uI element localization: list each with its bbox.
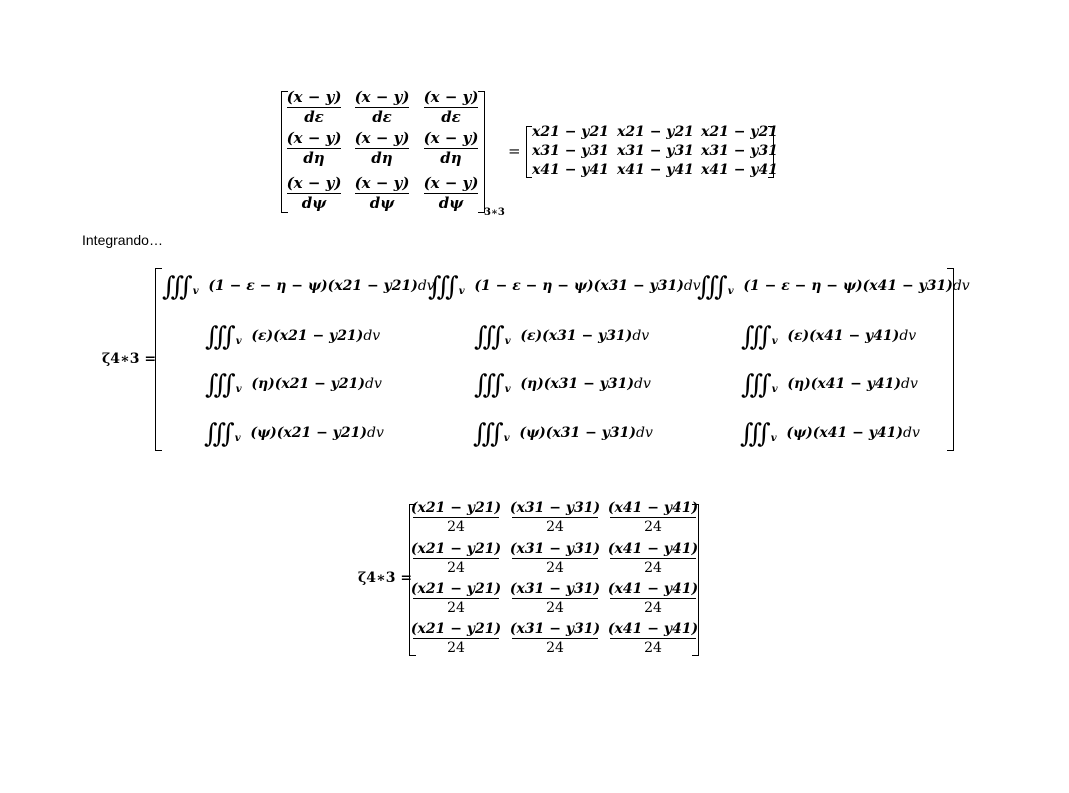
left-bracket [409, 504, 416, 656]
matrix-cell: x41 − y41 [617, 162, 694, 178]
matrix-cell: x21 − y21 [617, 124, 694, 140]
denominator: dη [440, 149, 462, 167]
equation-result-matrix: ζ4∗3 = (x21 − y21)24 (x31 − y31)24 (x41 … [0, 495, 1069, 665]
numerator: (x − y) [286, 174, 342, 192]
equals-sign: = [508, 142, 521, 160]
triple-integral-icon: ∭ [162, 272, 193, 302]
integral-cell: ∭v (1 − ε − η − ψ)(x31 − y31)dv [428, 272, 701, 302]
matrix-cell: x41 − y41 [701, 162, 778, 178]
fraction-cell: (x − y) dη [286, 129, 342, 167]
integral-cell: ∭v (1 − ε − η − ψ)(x21 − y21)dv [162, 272, 435, 302]
denominator: dη [371, 149, 393, 167]
integral-cell: ∭v (ψ)(x41 − y41)dv [740, 419, 920, 449]
equation-integral-matrix: ζ4∗3 = ∭v (1 − ε − η − ψ)(x21 − y21)dv ∭… [0, 250, 1069, 460]
fraction-cell: (x21 − y21)24 [410, 621, 502, 656]
matrix-cell: x21 − y21 [701, 124, 778, 140]
right-bracket [947, 268, 954, 451]
integrando-text: Integrando… [82, 232, 163, 248]
fraction-cell: (x21 − y21)24 [410, 541, 502, 576]
fraction-cell: (x − y) dψ [354, 174, 410, 212]
matrix-cell: x21 − y21 [532, 124, 609, 140]
fraction-cell: (x31 − y31)24 [509, 500, 601, 535]
numerator: (x − y) [354, 174, 410, 192]
fraction-cell: (x − y) dψ [423, 174, 479, 212]
left-bracket [281, 91, 288, 213]
fraction-cell: (x41 − y41)24 [607, 500, 699, 535]
denominator: dη [303, 149, 325, 167]
triple-integral-icon: ∭ [205, 370, 236, 400]
numerator: (x − y) [354, 88, 410, 106]
denominator: dψ [438, 194, 464, 212]
denominator: dε [372, 108, 392, 126]
numerator: (x − y) [354, 129, 410, 147]
matrix-cell: x31 − y31 [532, 143, 609, 159]
numerator: (x − y) [286, 88, 342, 106]
integral-cell: ∭v (ψ)(x31 − y31)dv [473, 419, 653, 449]
integral-cell: ∭v (η)(x21 − y21)dv [205, 370, 382, 400]
equation-derivative-matrix: (x − y) dε (x − y) dε (x − y) dε (x − y)… [0, 0, 1069, 230]
numerator: (x − y) [286, 129, 342, 147]
triple-integral-icon: ∭ [741, 322, 772, 352]
integral-cell: ∭v (ψ)(x21 − y21)dv [204, 419, 384, 449]
right-bracket [692, 504, 699, 656]
triple-integral-icon: ∭ [474, 322, 505, 352]
right-bracket [478, 91, 485, 213]
fraction-cell: (x31 − y31)24 [509, 541, 601, 576]
denominator: dε [304, 108, 324, 126]
triple-integral-icon: ∭ [428, 272, 459, 302]
zeta-label: ζ4∗3 = [358, 570, 413, 586]
integral-cell: ∭v (η)(x31 − y31)dv [474, 370, 651, 400]
left-bracket [526, 126, 532, 178]
fraction-cell: (x − y) dε [423, 88, 479, 126]
matrix-cell: x31 − y31 [701, 143, 778, 159]
triple-integral-icon: ∭ [205, 322, 236, 352]
matrix-cell: x41 − y41 [532, 162, 609, 178]
triple-integral-icon: ∭ [204, 419, 235, 449]
denominator: dψ [301, 194, 327, 212]
fraction-cell: (x21 − y21)24 [410, 581, 502, 616]
triple-integral-icon: ∭ [741, 370, 772, 400]
fraction-cell: (x41 − y41)24 [607, 541, 699, 576]
fraction-cell: (x21 − y21)24 [410, 500, 502, 535]
fraction-cell: (x − y) dη [354, 129, 410, 167]
integral-cell: ∭v (ε)(x41 − y41)dv [741, 322, 917, 352]
fraction-cell: (x31 − y31)24 [509, 581, 601, 616]
fraction-cell: (x41 − y41)24 [607, 581, 699, 616]
fraction-cell: (x − y) dε [286, 88, 342, 126]
denominator: dε [441, 108, 461, 126]
matrix-cell: x31 − y31 [617, 143, 694, 159]
integral-cell: ∭v (ε)(x31 − y31)dv [474, 322, 650, 352]
fraction-cell: (x − y) dψ [286, 174, 342, 212]
triple-integral-icon: ∭ [473, 419, 504, 449]
triple-integral-icon: ∭ [474, 370, 505, 400]
denominator: dψ [369, 194, 395, 212]
zeta-label: ζ4∗3 = [102, 351, 157, 367]
dimension-subscript: 3∗3 [484, 207, 505, 218]
triple-integral-icon: ∭ [697, 272, 728, 302]
integral-cell: ∭v (η)(x41 − y41)dv [741, 370, 918, 400]
left-bracket [155, 268, 162, 451]
fraction-cell: (x − y) dε [354, 88, 410, 126]
right-bracket [768, 126, 774, 178]
triple-integral-icon: ∭ [740, 419, 771, 449]
numerator: (x − y) [423, 129, 479, 147]
fraction-cell: (x31 − y31)24 [509, 621, 601, 656]
numerator: (x − y) [423, 174, 479, 192]
fraction-cell: (x − y) dη [423, 129, 479, 167]
fraction-cell: (x41 − y41)24 [607, 621, 699, 656]
numerator: (x − y) [423, 88, 479, 106]
integral-cell: ∭v (ε)(x21 − y21)dv [205, 322, 381, 352]
integral-cell: ∭v (1 − ε − η − ψ)(x41 − y31)dv [697, 272, 970, 302]
